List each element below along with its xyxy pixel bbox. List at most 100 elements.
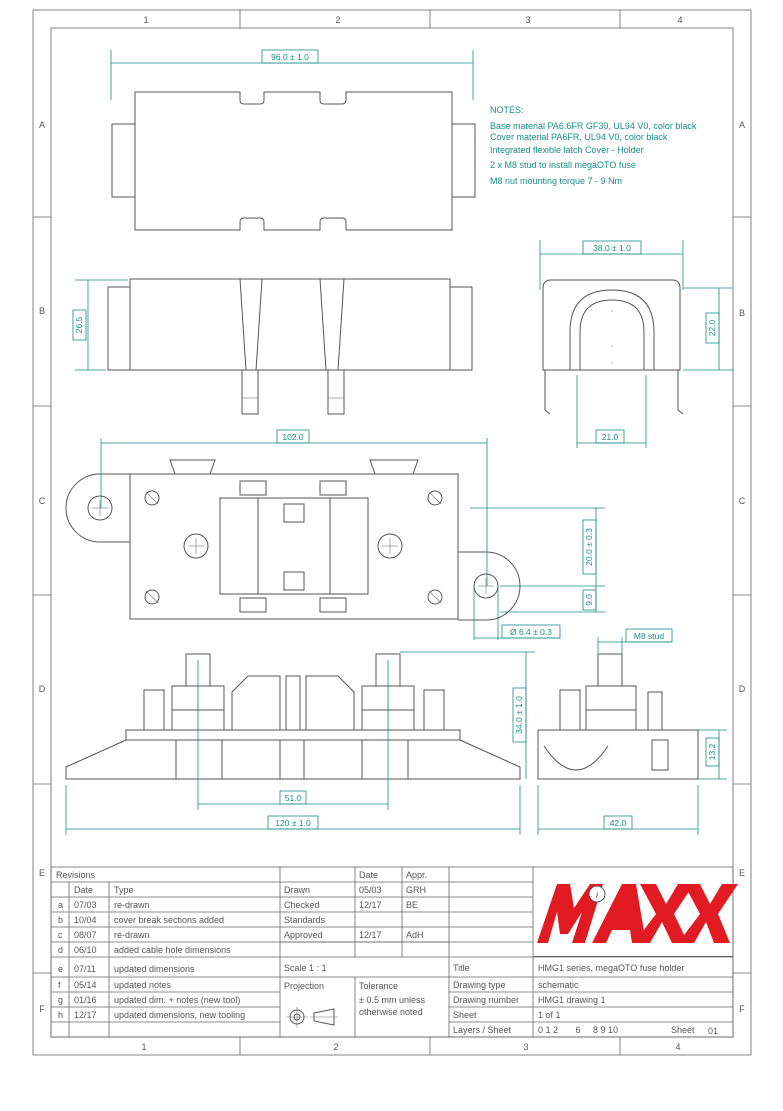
logo-info-glyph: i: [596, 890, 599, 900]
plan-view: [65, 459, 521, 621]
drawing-number-label: Drawing number: [453, 995, 519, 1005]
dim-offset: 9.0: [500, 586, 605, 613]
dim-stud-label: M8 stud: [597, 628, 673, 656]
revision-id: d: [58, 945, 63, 955]
row-label-d-right: D: [739, 684, 746, 694]
dim-base-width: 42.0: [537, 785, 699, 835]
revision-date: 01/16: [74, 995, 97, 1005]
side-elevation: [537, 653, 699, 780]
dim-base-height: 13.2: [698, 729, 727, 780]
sheet-value: 1 of 1: [538, 1010, 561, 1020]
revision-type: updated dimensions, new tooling: [114, 1010, 245, 1020]
revision-id: a: [58, 900, 63, 910]
dim-end-height: 22.0: [683, 287, 733, 371]
revision-type: updated dim. + notes (new tool): [114, 995, 240, 1005]
approvals-table: Date Appr. Drawn 05/03 GRH Checked 12/17 BE St…: [284, 870, 427, 940]
revision-date: 06/10: [74, 945, 97, 955]
dim-hole-diameter: Ø 6.4 ± 0.3: [473, 586, 561, 640]
dim-end-width-label: 38.0 ± 1.0: [593, 243, 631, 253]
row-label-c-right: C: [739, 496, 746, 506]
dim-plan-length-label: 102.0: [282, 432, 304, 442]
frame-labels: 1 2 3 4 1 2 3 4 A B C D E F A B C D E F: [39, 15, 746, 1052]
sheet-label: Sheet: [453, 1010, 477, 1020]
approval-label: Standards: [284, 915, 326, 925]
col-label-2-top: 2: [335, 15, 340, 25]
dim-overall-length-label: 120 ± 1.0: [275, 818, 311, 828]
tolerance-value-1: ± 0.5 mm unless: [359, 995, 425, 1005]
approval-label: Approved: [284, 930, 323, 940]
revision-id: b: [58, 915, 63, 925]
revision-date: 12/17: [74, 1010, 97, 1020]
row-label-c-left: C: [39, 496, 46, 506]
revisions-col-date: Date: [74, 885, 93, 895]
dim-stud-spacing-v: 20.0 ± 0.3: [470, 507, 605, 587]
dim-hole-diameter-label: Ø 6.4 ± 0.3: [510, 627, 552, 637]
note-line-5: M8 nut mounting torque 7 - 9 Nm: [490, 176, 622, 186]
sheet-number: 01: [708, 1026, 718, 1036]
logo-x1: [634, 884, 694, 943]
tolerance-label: Tolerance: [359, 981, 398, 991]
logo-info-icon: [588, 885, 606, 903]
dim-stud-spacing: 51.0: [197, 660, 389, 810]
approval-label: Drawn: [284, 885, 310, 895]
approval-label: Checked: [284, 900, 320, 910]
revision-type: added cable hole dimensions: [114, 945, 231, 955]
revision-date: 10/04: [74, 915, 97, 925]
revision-date: 08/07: [74, 930, 97, 940]
drawing-type-value: schematic: [538, 980, 579, 990]
drawing-frame: [32, 9, 752, 1056]
revision-type: re-drawn: [114, 900, 150, 910]
dim-side-height: 26.5: [72, 279, 128, 371]
revision-id: g: [58, 995, 63, 1005]
logo-m: [537, 884, 603, 943]
dim-offset-label: 9.0: [584, 594, 594, 606]
drawing-number-value: HMG1 drawing 1: [538, 995, 606, 1005]
dim-end-inner-label: 21.0: [602, 432, 619, 442]
row-label-e-left: E: [39, 868, 45, 878]
dim-base-width-label: 42.0: [610, 818, 627, 828]
dim-top-width: 96.0 ± 1.0: [110, 49, 474, 100]
dim-total-height-label: 34.0 ± 1.0: [514, 696, 524, 734]
side-view: [107, 278, 473, 415]
revision-date: 07/03: [74, 900, 97, 910]
row-label-a-right: A: [739, 120, 745, 130]
tolerance-value-2: otherwise noted: [359, 1007, 423, 1017]
maxx-logo: i: [533, 884, 738, 957]
dim-overall-length: 120 ± 1.0: [65, 785, 521, 835]
approvals-col-appr: Appr.: [406, 870, 427, 880]
scale-label: Scale 1 : 1: [284, 963, 327, 973]
approval-rows: Drawn 05/03 GRH Checked 12/17 BE StandardsAppr…: [284, 885, 426, 940]
dim-base-height-label: 13.2: [707, 743, 717, 760]
revision-date: 05/14: [74, 980, 97, 990]
approval-initials: GRH: [406, 885, 426, 895]
dim-stud-spacing-v-label: 20.0 ± 0.3: [584, 528, 594, 566]
end-view: [542, 279, 684, 415]
sheet-word: Sheet: [671, 1025, 695, 1035]
title-value: HMG1 series, megaOTO fuse holder: [538, 963, 684, 973]
title-label: Title: [453, 963, 470, 973]
title-block-fields: Scale 1 : 1 Projection Tolerance ± 0.5 m…: [284, 963, 718, 1036]
approval-initials: BE: [406, 900, 418, 910]
row-label-b-left: B: [39, 306, 45, 316]
revisions-col-type: Type: [114, 885, 134, 895]
approvals-col-date: Date: [359, 870, 378, 880]
note-line-3: Integrated flexible latch Cover - Holder: [490, 145, 644, 155]
row-label-f-left: F: [39, 1004, 45, 1014]
revision-type: updated dimensions: [114, 964, 195, 974]
col-label-4-bottom: 4: [675, 1042, 680, 1052]
row-label-f-right: F: [739, 1004, 745, 1014]
dim-end-height-label: 22.0: [707, 319, 717, 336]
approval-date: 12/17: [359, 930, 382, 940]
layers-value: 0 1 2 6 8 9 10: [538, 1025, 618, 1035]
approval-date: 05/03: [359, 885, 382, 895]
col-label-3-top: 3: [525, 15, 530, 25]
col-label-2-bottom: 2: [333, 1042, 338, 1052]
projection-label: Projection: [284, 981, 324, 991]
revisions-table: Revisions Date Type a 07/03 re-drawn b 10/04…: [56, 870, 245, 1020]
dim-total-height: 34.0 ± 1.0: [400, 651, 535, 779]
revisions-heading: Revisions: [56, 870, 96, 880]
drawing-type-label: Drawing type: [453, 980, 506, 990]
row-label-a-left: A: [39, 120, 45, 130]
